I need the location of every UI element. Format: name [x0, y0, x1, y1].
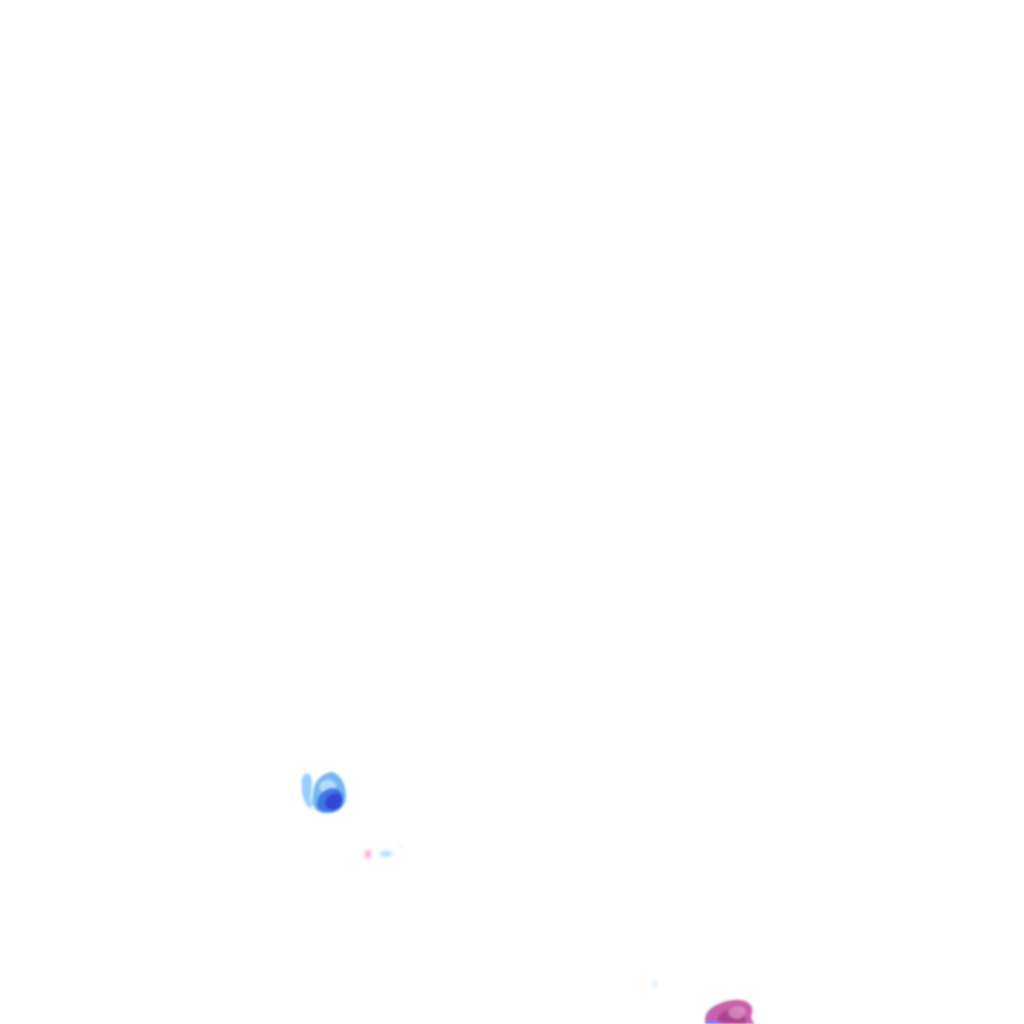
faint-specks — [365, 844, 403, 859]
tiny-dot — [653, 981, 657, 987]
magenta-splash — [705, 999, 755, 1024]
blue-splash — [301, 772, 347, 813]
